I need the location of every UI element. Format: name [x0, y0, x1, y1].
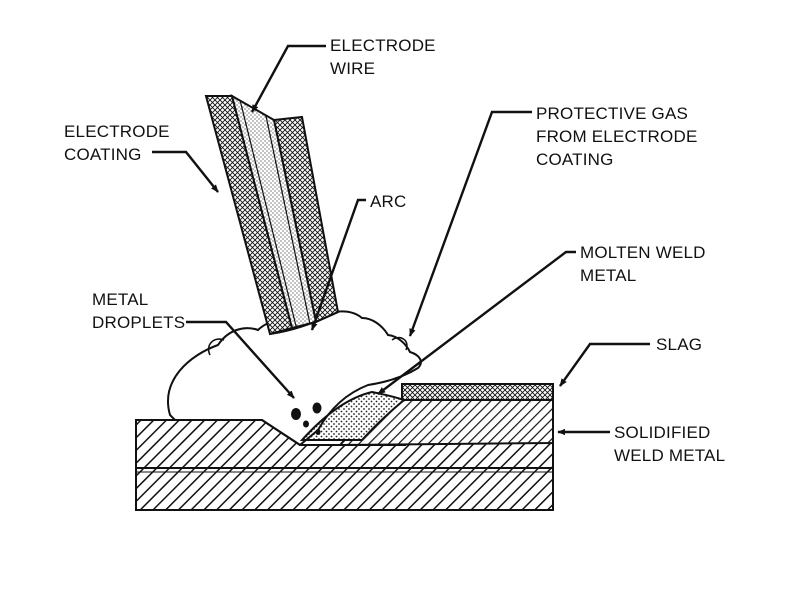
- label-line: SOLIDIFIED: [614, 423, 711, 442]
- label-line: PROTECTIVE GAS: [536, 104, 689, 123]
- leader-arc: [310, 198, 366, 331]
- metal-droplet: [312, 402, 322, 414]
- label-line: MOLTEN WELD: [580, 243, 706, 262]
- electrode-tip: [269, 311, 339, 335]
- label-electrode-coating: ELECTRODE COATING: [64, 120, 170, 166]
- label-line: METAL: [580, 266, 637, 285]
- label-line: DROPLETS: [92, 313, 186, 332]
- label-electrode-wire: ELECTRODE WIRE: [330, 34, 436, 80]
- label-line: COATING: [536, 150, 614, 169]
- slag-layer: [401, 383, 554, 401]
- label-solidified-weld-metal: SOLIDIFIED WELD METAL: [614, 421, 725, 467]
- metal-droplet: [303, 420, 309, 428]
- leader-electrode-wire: [250, 44, 326, 113]
- protective-gas-cloud: [167, 310, 422, 447]
- label-protective-gas: PROTECTIVE GAS FROM ELECTRODE COATING: [536, 102, 697, 171]
- label-line: COATING: [64, 145, 142, 164]
- label-line: SLAG: [656, 335, 703, 354]
- leader-electrode-coating: [152, 150, 219, 193]
- label-line: WELD METAL: [614, 446, 726, 465]
- label-slag: SLAG: [656, 333, 702, 356]
- gas-cloud-detail: [391, 336, 408, 351]
- label-line: METAL: [92, 290, 149, 309]
- metal-droplet: [291, 408, 301, 420]
- label-line: ARC: [370, 192, 407, 211]
- molten-weld-pool: [299, 390, 407, 441]
- label-molten-weld-metal: MOLTEN WELD METAL: [580, 241, 706, 287]
- label-metal-droplets: METAL DROPLETS: [92, 288, 185, 334]
- label-arc: ARC: [370, 190, 407, 213]
- leader-molten-weld-metal: [377, 250, 576, 395]
- label-line: WIRE: [330, 59, 376, 78]
- label-line: ELECTRODE: [330, 36, 436, 55]
- label-line: FROM ELECTRODE: [536, 127, 698, 146]
- metal-droplet: [315, 429, 321, 435]
- electrode-core-edge: [265, 115, 311, 325]
- electrode-core-edge: [239, 99, 297, 327]
- leader-slag: [559, 342, 650, 387]
- leader-protective-gas: [408, 110, 532, 337]
- gas-cloud-detail: [207, 338, 225, 356]
- label-line: ELECTRODE: [64, 122, 170, 141]
- leader-metal-droplets: [186, 320, 295, 399]
